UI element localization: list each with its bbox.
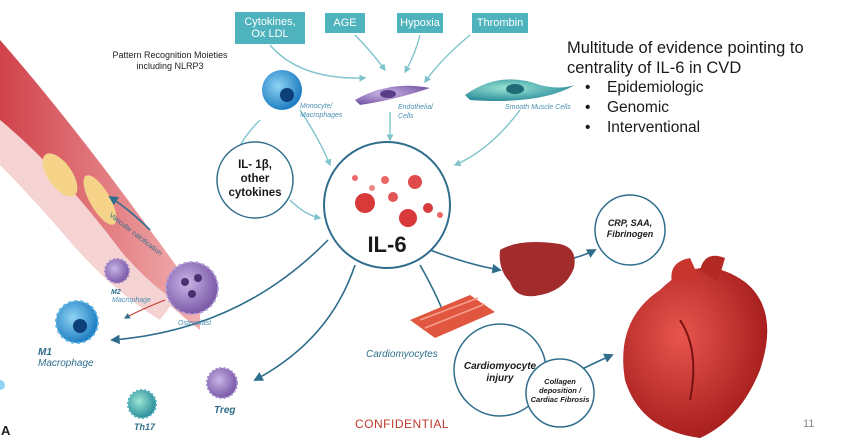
- blood-vessel: [0, 40, 200, 330]
- th17-label: Th17: [134, 422, 156, 432]
- m2-macrophage-cell: [104, 258, 130, 284]
- fibrosis-label: Collagen deposition / Cardiac Fibrosis: [530, 377, 590, 404]
- evidence-item: Epidemiologic: [585, 78, 847, 98]
- treg-label: Treg: [214, 405, 236, 416]
- page-number: 11: [803, 418, 815, 430]
- evidence-panel: Multitude of evidence pointing to centra…: [567, 38, 847, 138]
- m2-sub-label: Macrophage: [112, 297, 151, 304]
- m1-label: M1: [38, 347, 52, 358]
- partial-cell: [0, 380, 5, 390]
- th17-cell: [127, 389, 157, 419]
- thrombin-box: Thrombin: [472, 13, 528, 33]
- confidential-label: CONFIDENTIAL: [355, 417, 450, 431]
- il6-label: IL-6: [367, 232, 407, 257]
- age-box: AGE: [325, 13, 365, 33]
- crp-circle: [594, 194, 666, 266]
- endothelial-cell: [355, 85, 430, 105]
- monocyte-cell: [262, 70, 302, 110]
- heart-icon: [623, 255, 768, 438]
- m1-macrophage-cell: [55, 300, 99, 344]
- osteoclast-label: Osteoclast: [178, 320, 212, 327]
- hypoxia-box: Hypoxia: [397, 13, 443, 33]
- fibrosis-circle: [525, 358, 595, 428]
- il1b-circle: [216, 141, 294, 219]
- smooth-muscle-cell: [465, 79, 575, 101]
- evidence-item: Genomic: [585, 98, 847, 118]
- cytokines-box: Cytokines, Ox LDL: [235, 12, 305, 44]
- cardiomyocyte-fiber: [410, 295, 495, 338]
- evidence-list: Epidemiologic Genomic Interventional: [567, 78, 847, 138]
- cardiomyocytes-label: Cardiomyocytes: [366, 349, 438, 360]
- liver-icon: [499, 242, 575, 297]
- evidence-title: Multitude of evidence pointing to centra…: [567, 39, 804, 77]
- m1-sub-label: Macrophage: [38, 358, 94, 369]
- monocyte-label: Monocyte/ Macrophages: [300, 103, 343, 119]
- il1b-label: IL- 1β, other cytokines: [228, 159, 282, 199]
- osteoclast-cell: [165, 261, 219, 315]
- il6-center: [323, 141, 451, 269]
- crp-label: CRP, SAA, Fibrinogen: [606, 218, 654, 239]
- treg-cell: [206, 367, 238, 399]
- corner-letter: A: [1, 423, 11, 438]
- smooth-muscle-label: Smooth Muscle Cells: [505, 104, 571, 111]
- evidence-item: Interventional: [585, 118, 847, 138]
- injury-label: Cardiomyocyte injury: [463, 361, 537, 384]
- m2-label: M2: [111, 289, 121, 296]
- endothelial-label: Endothelial Cells: [398, 104, 433, 120]
- input-arrows: [233, 34, 521, 221]
- pattern-recognition-label: Pattern Recognition Moieties including N…: [112, 50, 228, 71]
